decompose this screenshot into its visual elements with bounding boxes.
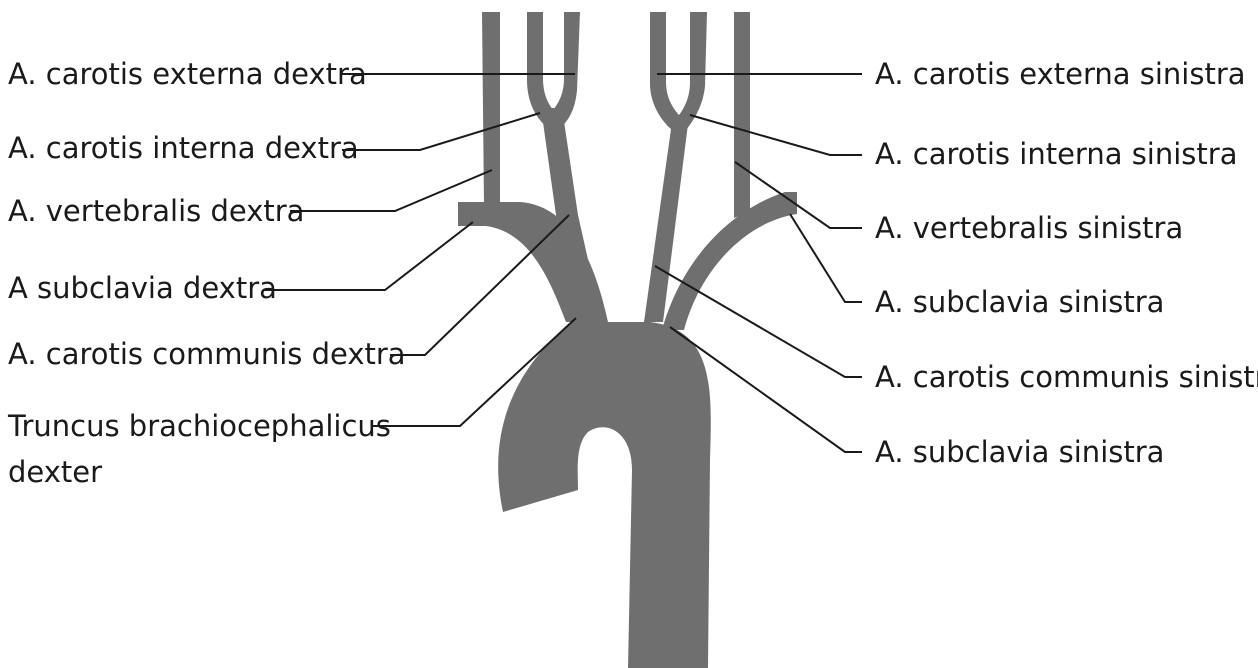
aortic-arch [498, 322, 711, 668]
left-external-carotid-artery [650, 12, 684, 130]
label-truncus-line2: dexter [8, 455, 102, 489]
leader-right-subclavia [263, 222, 473, 290]
left-vertebral-artery [734, 12, 750, 218]
vessels [458, 12, 797, 668]
right-internal-carotid-artery [527, 12, 558, 128]
label-right-carotis-interna: A. carotis interna dextra [8, 131, 359, 165]
leader-right-carotis-interna [342, 113, 540, 150]
label-right-subclavia: A subclavia dextra [8, 271, 277, 305]
label-left-vertebralis: A. vertebralis sinistra [875, 211, 1183, 245]
label-left-subclavia-origin: A. subclavia sinistra [875, 435, 1164, 469]
label-left-carotis-externa: A. carotis externa sinistra [875, 57, 1246, 91]
right-vertebral-artery [482, 12, 500, 206]
left-internal-carotid-artery [675, 12, 707, 130]
leader-left-carotis-interna [690, 115, 862, 155]
label-left-subclavia-branch: A. subclavia sinistra [875, 285, 1164, 319]
label-right-carotis-communis: A. carotis communis dextra [8, 337, 406, 371]
label-right-carotis-externa: A. carotis externa dextra [8, 57, 367, 91]
label-truncus-line1: Truncus brachiocephalicus [7, 409, 391, 443]
label-left-carotis-communis: A. carotis communis sinistra [875, 360, 1258, 394]
label-right-vertebralis: A. vertebralis dextra [8, 194, 304, 228]
label-left-carotis-interna: A. carotis interna sinistra [875, 137, 1237, 171]
